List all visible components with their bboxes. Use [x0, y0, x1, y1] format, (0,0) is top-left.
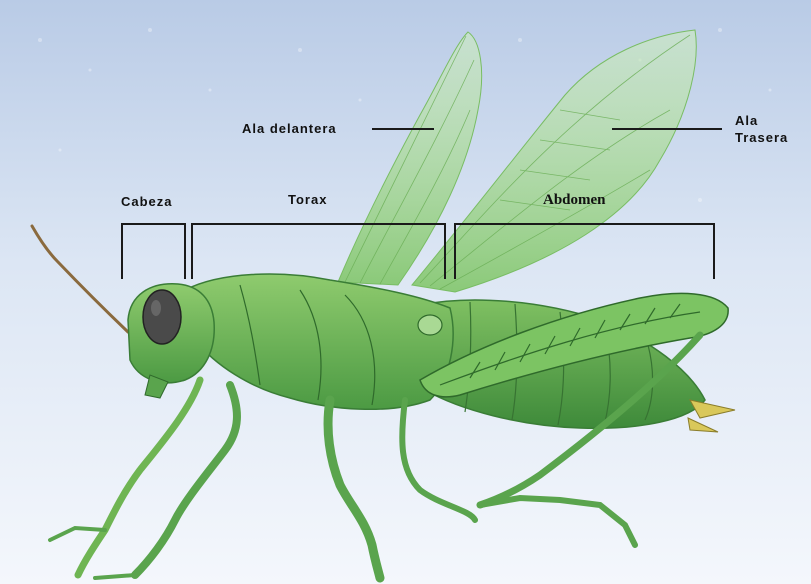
head-label: Cabeza: [121, 195, 173, 209]
thorax-bracket: [191, 223, 446, 279]
abdomen-bracket: [454, 223, 715, 279]
forewing-leader-line: [372, 128, 434, 130]
eye-shape: [143, 290, 181, 344]
hindwing-leader-line: [612, 128, 722, 130]
head-bracket: [121, 223, 186, 279]
thorax-label: Torax: [288, 193, 327, 207]
forewing-label: Ala delantera: [242, 122, 337, 136]
abdomen-label: Abdomen: [543, 193, 606, 207]
hindwing-label-line2: Trasera: [735, 131, 788, 145]
middle-leg-shape: [328, 400, 380, 578]
ovipositor-shape: [688, 400, 735, 432]
hindwing-label-line1: Ala: [735, 114, 758, 128]
antenna-shape: [32, 226, 128, 332]
